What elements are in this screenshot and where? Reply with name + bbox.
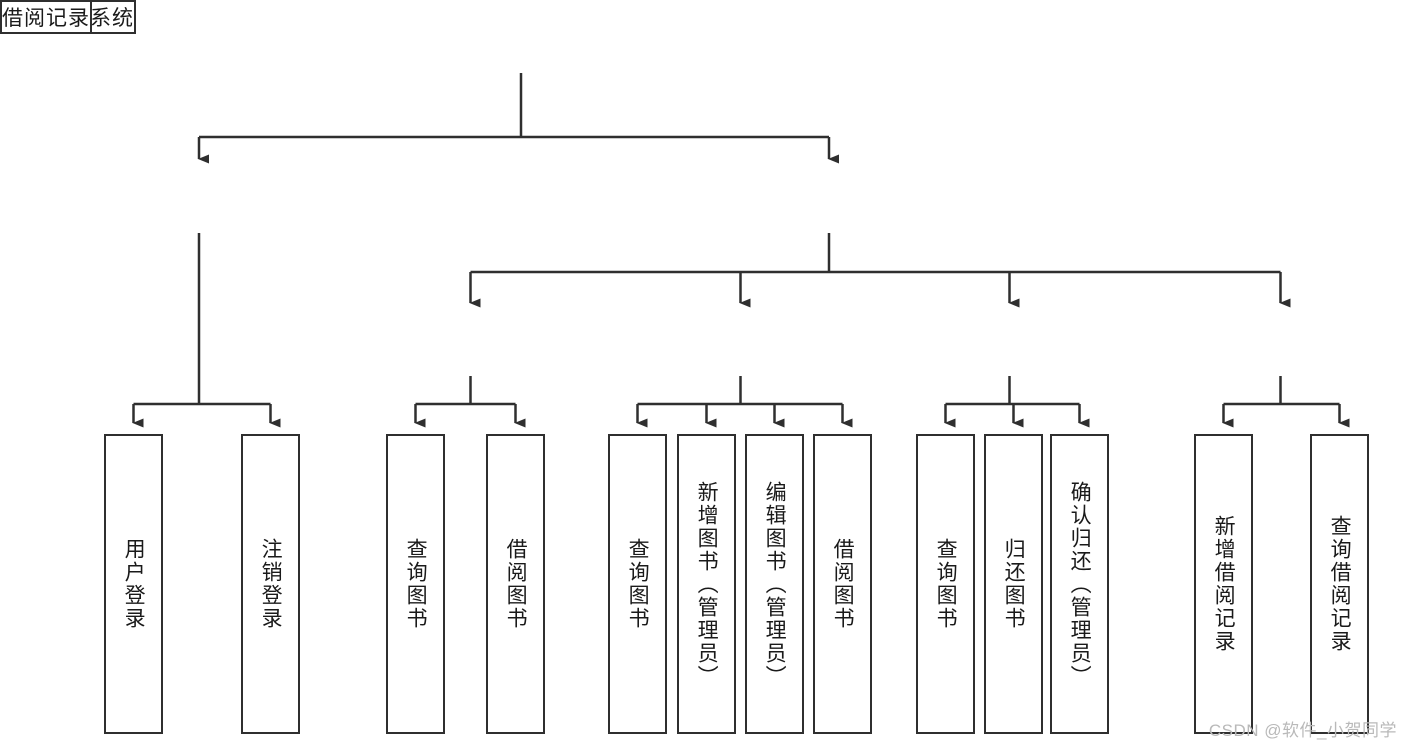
leaf-node-query-book-1[interactable]: 查询图书 <box>386 434 445 734</box>
leaf-label: 新增借阅记录 <box>1212 515 1236 653</box>
leaf-label: 查询图书 <box>626 538 650 630</box>
leaf-label: 确认归还（管理员） <box>1068 480 1092 688</box>
leaf-label: 查询借阅记录 <box>1328 515 1352 653</box>
leaf-label: 用户登录 <box>122 538 146 630</box>
leaf-label: 借阅图书 <box>831 538 855 630</box>
leaf-node-borrow-book-2[interactable]: 借阅图书 <box>813 434 872 734</box>
node-borrow-record[interactable]: 借阅记录 <box>0 0 92 34</box>
leaf-label: 新增图书（管理员） <box>695 480 719 688</box>
leaf-label: 借阅图书 <box>504 538 528 630</box>
leaf-node-return-book[interactable]: 归还图书 <box>984 434 1043 734</box>
leaf-node-add-book[interactable]: 新增图书（管理员） <box>677 434 736 734</box>
leaf-node-edit-book[interactable]: 编辑图书（管理员） <box>745 434 804 734</box>
connectors <box>132 73 1350 428</box>
leaf-node-add-record[interactable]: 新增借阅记录 <box>1194 434 1253 734</box>
leaf-node-confirm-return[interactable]: 确认归还（管理员） <box>1050 434 1109 734</box>
leaf-label: 注销登录 <box>259 538 283 630</box>
leaf-label: 编辑图书（管理员） <box>763 480 787 688</box>
node-borrow-record-label: 借阅记录 <box>2 7 90 30</box>
leaf-node-query-book-2[interactable]: 查询图书 <box>608 434 667 734</box>
leaf-label: 查询图书 <box>934 538 958 630</box>
leaf-node-borrow-book-1[interactable]: 借阅图书 <box>486 434 545 734</box>
leaf-node-user-login[interactable]: 用户登录 <box>104 434 163 734</box>
leaf-node-query-record[interactable]: 查询借阅记录 <box>1310 434 1369 734</box>
leaf-node-query-book-3[interactable]: 查询图书 <box>916 434 975 734</box>
leaf-label: 归还图书 <box>1002 538 1026 630</box>
leaf-label: 查询图书 <box>404 538 428 630</box>
leaf-node-logout[interactable]: 注销登录 <box>241 434 300 734</box>
